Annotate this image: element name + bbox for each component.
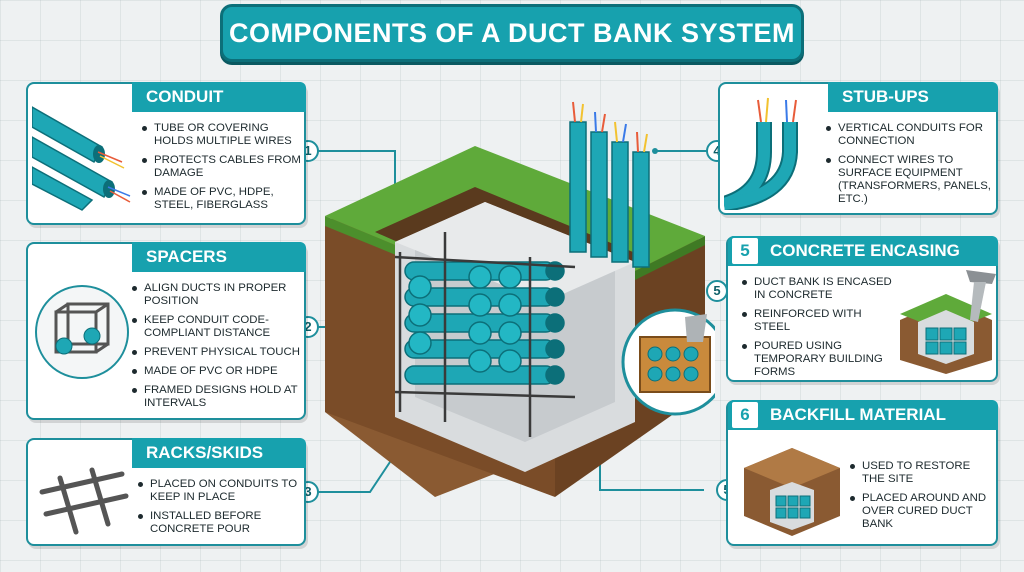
duct-bank-illustration bbox=[325, 101, 715, 497]
spacers-bullet-5: FRAMED DESIGNS HOLD AT INTERVALS bbox=[132, 384, 304, 410]
stubups-bullets: VERTICAL CONDUITS FOR CONNECTION CONNECT… bbox=[826, 122, 996, 212]
title-banner: COMPONENTS OF A DUCT BANK SYSTEM bbox=[220, 4, 804, 62]
stubup-icon bbox=[724, 97, 798, 210]
spacers-bullet-3: PREVENT PHYSICAL TOUCH bbox=[132, 346, 304, 359]
concrete-bullets: DUCT BANK IS ENCASED IN CONCRETE REINFOR… bbox=[742, 276, 892, 385]
racks-heading: RACKS/SKIDS bbox=[132, 438, 306, 468]
backfill-bullets: USED TO RESTORE THE SITE PLACED AROUND A… bbox=[850, 460, 994, 537]
concrete-header: 5 CONCRETE ENCASING bbox=[728, 236, 998, 266]
spacers-bullets: ALIGN DUCTS IN PROPER POSITION KEEP COND… bbox=[132, 282, 304, 416]
concrete-number: 5 bbox=[730, 236, 760, 266]
spacer-frame-icon bbox=[35, 285, 129, 379]
conduit-card: CONDUIT TUBE OR COVERING HOLDS MULTIPLE … bbox=[26, 82, 306, 225]
conduit-bullets: TUBE OR COVERING HOLDS MULTIPLE WIRES PR… bbox=[142, 122, 302, 218]
conduit-bullet-2: PROTECTS CABLES FROM DAMAGE bbox=[142, 154, 302, 180]
concrete-bullet-3: POURED USING TEMPORARY BUILDING FORMS bbox=[742, 340, 892, 379]
racks-card: RACKS/SKIDS PLACED ON CONDUITS TO KEEP I… bbox=[26, 438, 306, 546]
page-title: COMPONENTS OF A DUCT BANK SYSTEM bbox=[228, 17, 795, 48]
backfill-bullet-1: USED TO RESTORE THE SITE bbox=[850, 460, 994, 486]
concrete-pour-icon bbox=[900, 270, 996, 374]
concrete-heading: CONCRETE ENCASING bbox=[770, 241, 960, 260]
rack-skid-icon bbox=[39, 467, 129, 535]
backfill-header: 6 BACKFILL MATERIAL bbox=[728, 400, 998, 430]
racks-bullet-1: PLACED ON CONDUITS TO KEEP IN PLACE bbox=[138, 478, 302, 504]
spacers-bullet-1: ALIGN DUCTS IN PROPER POSITION bbox=[132, 282, 304, 308]
backfill-bullet-2: PLACED AROUND AND OVER CURED DUCT BANK bbox=[850, 492, 994, 531]
spacers-bullet-4: MADE OF PVC OR HDPE bbox=[132, 365, 304, 378]
spacers-heading: SPACERS bbox=[132, 242, 306, 272]
backfill-heading: BACKFILL MATERIAL bbox=[770, 405, 946, 424]
conduit-heading: CONDUIT bbox=[132, 82, 306, 112]
conduit-bullet-1: TUBE OR COVERING HOLDS MULTIPLE WIRES bbox=[142, 122, 302, 148]
backfill-card: 6 BACKFILL MATERIAL USED TO RESTORE THE … bbox=[726, 400, 998, 546]
concrete-card: 5 CONCRETE ENCASING DUCT BANK IS ENCASED… bbox=[726, 236, 998, 382]
stubups-bullet-2: CONNECT WIRES TO SURFACE EQUIPMENT (TRAN… bbox=[826, 154, 996, 206]
stubups-heading: STUB-UPS bbox=[828, 82, 998, 112]
backfill-number: 6 bbox=[730, 400, 760, 430]
racks-bullets: PLACED ON CONDUITS TO KEEP IN PLACE INST… bbox=[138, 478, 302, 542]
callout-5a: 5 bbox=[706, 280, 728, 302]
spacers-bullet-2: KEEP CONDUIT CODE-COMPLIANT DISTANCE bbox=[132, 314, 304, 340]
conduit-bullet-3: MADE OF PVC, HDPE, STEEL, FIBERGLASS bbox=[142, 186, 302, 212]
concrete-bullet-1: DUCT BANK IS ENCASED IN CONCRETE bbox=[742, 276, 892, 302]
stubups-card: STUB-UPS VERTICAL CONDUITS FOR CONNECTIO… bbox=[718, 82, 998, 215]
conduit-icon bbox=[32, 106, 131, 211]
racks-bullet-2: INSTALLED BEFORE CONCRETE POUR bbox=[138, 510, 302, 536]
stubups-bullet-1: VERTICAL CONDUITS FOR CONNECTION bbox=[826, 122, 996, 148]
backfill-icon bbox=[744, 448, 840, 536]
spacers-card: SPACERS ALIGN DUCTS IN PROPER POSITION K… bbox=[26, 242, 306, 420]
concrete-bullet-2: REINFORCED WITH STEEL bbox=[742, 308, 892, 334]
